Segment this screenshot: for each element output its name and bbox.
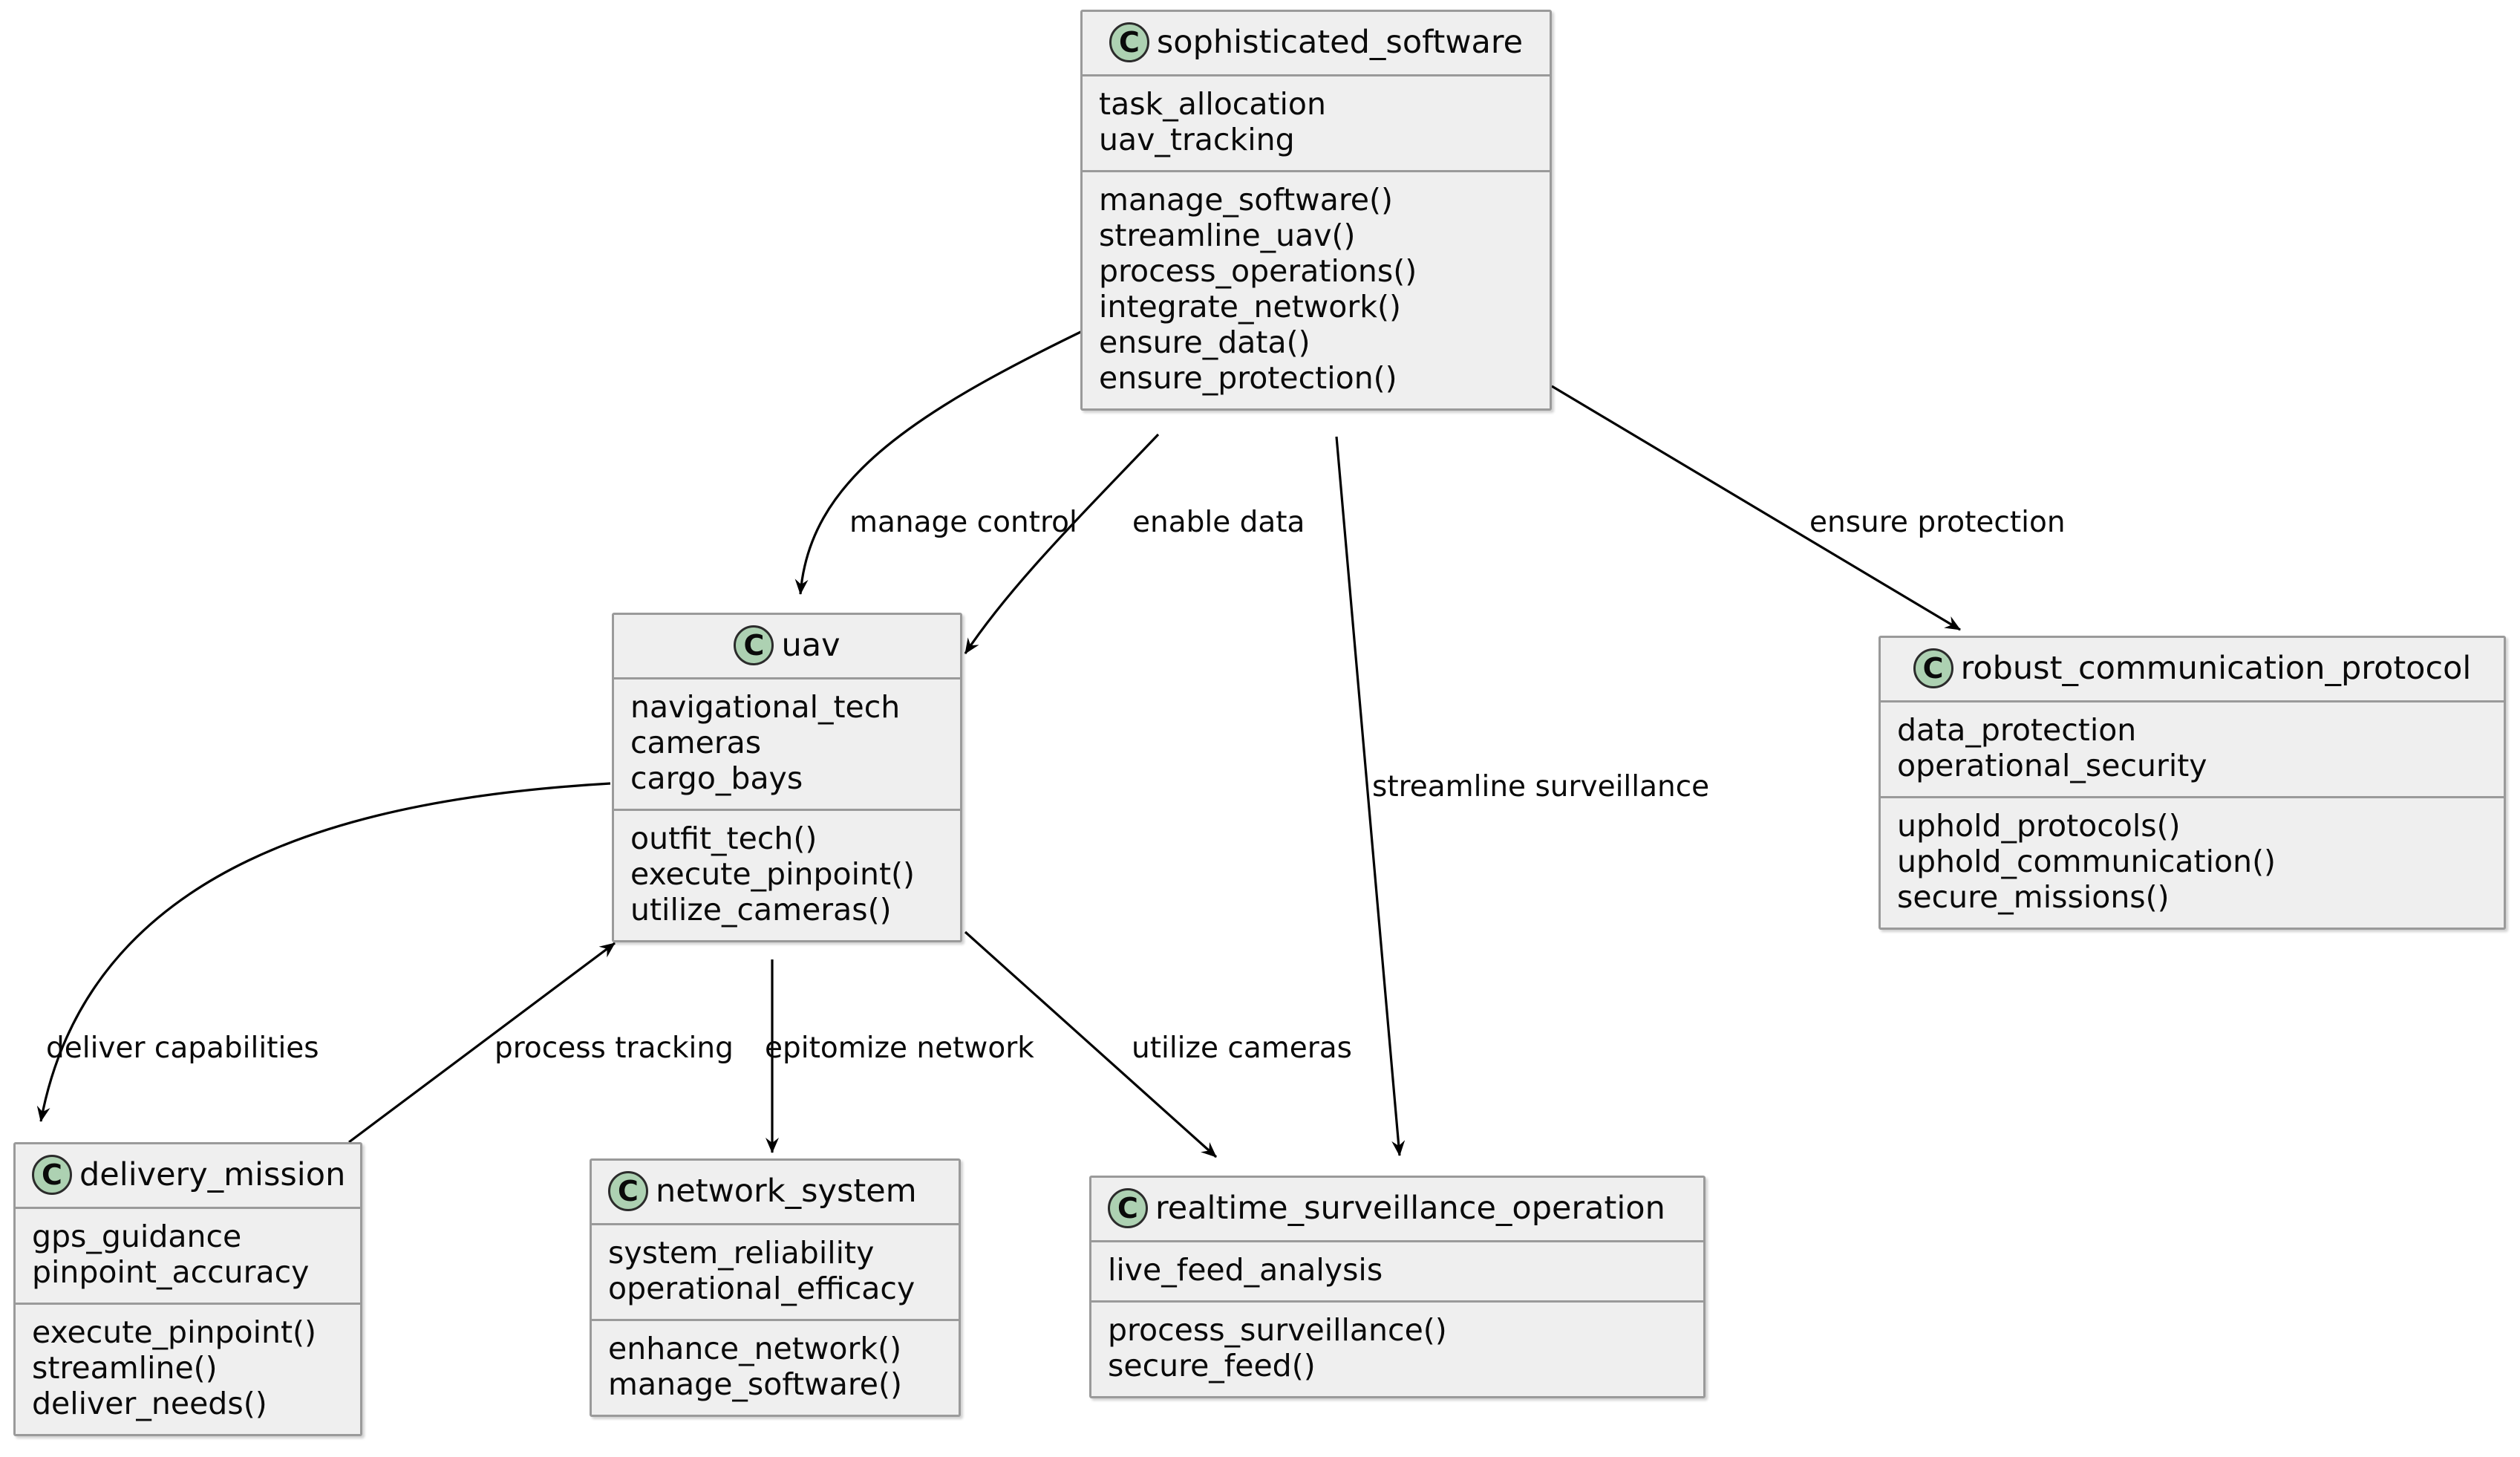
- class-header-delivery-mission: C delivery_mission: [16, 1144, 360, 1207]
- class-c-icon: C: [1108, 1188, 1148, 1228]
- class-title: uav: [781, 626, 840, 664]
- attributes-section-realtime-surveillance-operation: live_feed_analysis: [1091, 1242, 1703, 1300]
- edge-label-ensure-protection: ensure protection: [1809, 506, 2066, 539]
- method-line: manage_software(): [608, 1366, 902, 1402]
- method-line: uphold_communication(): [1897, 843, 2276, 879]
- edge-label-enable-data: enable data: [1132, 506, 1305, 539]
- methods-section-sophisticated-software: manage_software() streamline_uav() proce…: [1083, 172, 1550, 408]
- section-divider: [592, 1223, 959, 1225]
- method-line: outfit_tech(): [630, 820, 817, 856]
- class-c-icon: C: [734, 625, 774, 665]
- attribute-line: task_allocation: [1099, 86, 1326, 122]
- attributes-section-network-system: system_reliability operational_efficacy: [592, 1225, 959, 1319]
- class-header-realtime-surveillance-operation: C realtime_surveillance_operation: [1091, 1178, 1703, 1240]
- edge-label-process-tracking: process tracking: [494, 1031, 734, 1065]
- methods-section-robust-communication-protocol: uphold_protocols() uphold_communication(…: [1881, 798, 2504, 928]
- class-box-delivery-mission[interactable]: C delivery_mission gps_guidance pinpoint…: [13, 1142, 362, 1436]
- section-divider: [614, 677, 960, 679]
- class-header-robust-communication-protocol: C robust_communication_protocol: [1881, 638, 2504, 700]
- method-line: streamline_uav(): [1099, 217, 1356, 253]
- section-divider: [1091, 1240, 1703, 1242]
- edge-label-epitomize-network: epitomize network: [765, 1031, 1034, 1065]
- attribute-line: navigational_tech: [630, 689, 901, 725]
- section-divider: [1881, 795, 2504, 798]
- method-line: execute_pinpoint(): [630, 855, 915, 892]
- section-divider: [1881, 700, 2504, 703]
- class-c-icon: C: [32, 1155, 72, 1195]
- attribute-line: live_feed_analysis: [1108, 1252, 1383, 1288]
- section-divider: [592, 1318, 959, 1321]
- methods-section-uav: outfit_tech() execute_pinpoint() utilize…: [614, 811, 960, 940]
- attributes-section-delivery-mission: gps_guidance pinpoint_accuracy: [16, 1209, 360, 1303]
- section-divider: [1083, 169, 1550, 172]
- edge-label-streamline-surveillance: streamline surveillance: [1372, 770, 1710, 804]
- class-box-sophisticated-software[interactable]: C sophisticated_software task_allocation…: [1080, 10, 1552, 411]
- class-box-realtime-surveillance-operation[interactable]: C realtime_surveillance_operation live_f…: [1089, 1176, 1705, 1398]
- section-divider: [1091, 1300, 1703, 1303]
- method-line: ensure_protection(): [1099, 359, 1397, 396]
- class-title: robust_communication_protocol: [1960, 649, 2472, 687]
- attributes-section-robust-communication-protocol: data_protection operational_security: [1881, 703, 2504, 796]
- method-line: utilize_cameras(): [630, 891, 892, 928]
- method-line: enhance_network(): [608, 1330, 902, 1366]
- class-header-network-system: C network_system: [592, 1161, 959, 1223]
- edge-manage-control: [794, 325, 1092, 595]
- attributes-section-sophisticated-software: task_allocation uav_tracking: [1083, 76, 1550, 170]
- section-divider: [1083, 74, 1550, 76]
- attribute-line: operational_efficacy: [608, 1270, 915, 1306]
- class-box-uav[interactable]: C uav navigational_tech cameras cargo_ba…: [612, 613, 962, 942]
- class-title: sophisticated_software: [1156, 23, 1524, 61]
- edge-label-utilize-cameras: utilize cameras: [1132, 1031, 1352, 1065]
- attribute-line: gps_guidance: [32, 1219, 242, 1254]
- attribute-line: uav_tracking: [1099, 121, 1295, 157]
- attribute-line: cargo_bays: [630, 760, 803, 796]
- method-line: streamline(): [32, 1349, 218, 1386]
- class-box-robust-communication-protocol[interactable]: C robust_communication_protocol data_pro…: [1878, 636, 2506, 930]
- edge-label-manage-control: manage control: [849, 506, 1077, 539]
- section-divider: [16, 1302, 360, 1305]
- method-line: integrate_network(): [1099, 288, 1401, 325]
- method-line: process_operations(): [1099, 252, 1417, 289]
- class-c-icon: C: [1913, 648, 1953, 688]
- class-c-icon: C: [1109, 22, 1149, 62]
- class-header-uav: C uav: [614, 615, 960, 677]
- method-line: execute_pinpoint(): [32, 1314, 317, 1350]
- edge-enable-data: [964, 433, 1160, 654]
- class-box-network-system[interactable]: C network_system system_reliability oper…: [590, 1158, 961, 1417]
- attribute-line: cameras: [630, 724, 762, 760]
- attributes-section-uav: navigational_tech cameras cargo_bays: [614, 679, 960, 809]
- attribute-line: data_protection: [1897, 712, 2137, 748]
- methods-section-network-system: enhance_network() manage_software(): [592, 1321, 959, 1415]
- class-c-icon: C: [608, 1171, 648, 1211]
- attribute-line: pinpoint_accuracy: [32, 1254, 310, 1290]
- method-line: secure_feed(): [1108, 1347, 1316, 1383]
- methods-section-realtime-surveillance-operation: process_surveillance() secure_feed(): [1091, 1303, 1703, 1396]
- methods-section-delivery-mission: execute_pinpoint() streamline() deliver_…: [16, 1305, 360, 1434]
- edge-label-deliver-capabilities: deliver capabilities: [46, 1031, 319, 1065]
- edge-deliver-capabilities: [36, 782, 611, 1122]
- method-line: uphold_protocols(): [1897, 807, 2181, 844]
- section-divider: [16, 1207, 360, 1209]
- section-divider: [614, 808, 960, 811]
- class-title: realtime_surveillance_operation: [1155, 1189, 1665, 1227]
- class-title: delivery_mission: [79, 1156, 346, 1193]
- attribute-line: system_reliability: [608, 1235, 875, 1271]
- class-title: network_system: [656, 1172, 917, 1210]
- method-line: secure_missions(): [1897, 879, 2170, 915]
- method-line: ensure_data(): [1099, 324, 1310, 360]
- method-line: process_surveillance(): [1108, 1311, 1447, 1348]
- attribute-line: operational_security: [1897, 747, 2207, 783]
- method-line: deliver_needs(): [32, 1385, 267, 1421]
- class-header-sophisticated-software: C sophisticated_software: [1083, 12, 1550, 74]
- method-line: manage_software(): [1099, 181, 1393, 218]
